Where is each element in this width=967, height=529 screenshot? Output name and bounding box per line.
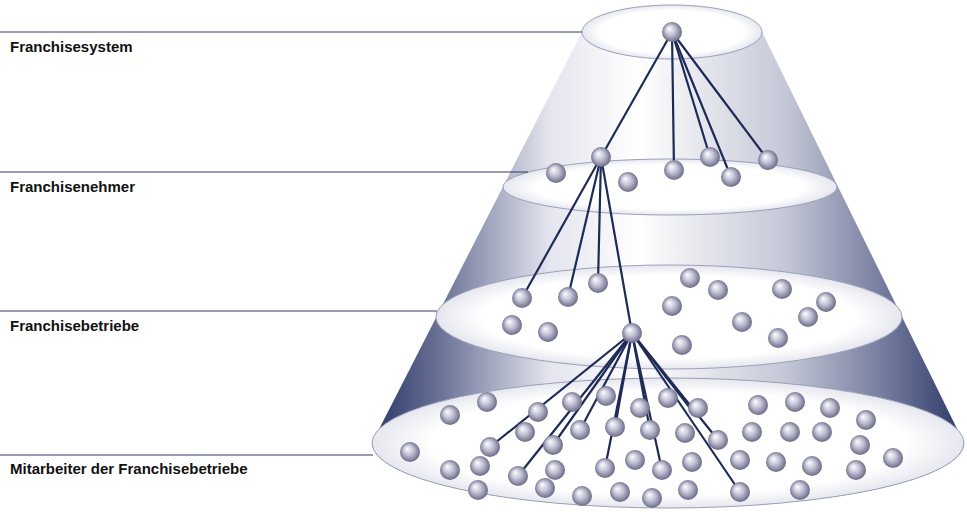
member-sphere	[708, 430, 728, 450]
member-sphere	[798, 307, 818, 327]
member-sphere	[528, 402, 548, 422]
member-sphere	[732, 312, 752, 332]
level-disc	[436, 265, 902, 369]
member-sphere	[802, 456, 822, 476]
hierarchy-link	[580, 333, 632, 430]
member-sphere	[642, 488, 662, 508]
member-sphere	[742, 422, 762, 442]
hierarchy-link	[615, 333, 632, 427]
member-spheres	[400, 22, 903, 508]
member-sphere	[772, 279, 792, 299]
hierarchy-link	[632, 333, 718, 440]
level-disc	[503, 159, 837, 215]
member-sphere	[470, 456, 490, 476]
member-sphere	[652, 460, 672, 480]
member-sphere	[630, 398, 650, 418]
member-sphere	[675, 423, 695, 443]
member-sphere	[588, 273, 608, 293]
member-sphere	[595, 458, 615, 478]
member-sphere	[562, 392, 582, 412]
member-sphere	[591, 147, 611, 167]
hierarchy-links	[490, 32, 768, 492]
member-sphere	[605, 417, 625, 437]
member-sphere	[708, 280, 728, 300]
cone-body	[372, 32, 964, 508]
hierarchy-link	[672, 32, 710, 157]
member-sphere	[596, 386, 616, 406]
level-label: Franchisebetriebe	[10, 317, 139, 335]
member-sphere	[658, 388, 678, 408]
member-sphere	[816, 292, 836, 312]
hierarchy-link	[672, 32, 674, 170]
member-sphere	[502, 315, 522, 335]
member-sphere	[468, 480, 488, 500]
member-sphere	[662, 22, 682, 42]
member-sphere	[546, 163, 566, 183]
member-sphere	[515, 422, 535, 442]
member-sphere	[790, 480, 810, 500]
member-sphere	[672, 335, 692, 355]
member-sphere	[610, 482, 630, 502]
member-sphere	[785, 392, 805, 412]
member-sphere	[678, 480, 698, 500]
member-sphere	[440, 460, 460, 480]
level-label: Franchisenehmer	[10, 178, 135, 196]
member-sphere	[780, 422, 800, 442]
member-sphere	[846, 460, 866, 480]
member-sphere	[570, 420, 590, 440]
member-sphere	[625, 450, 645, 470]
member-sphere	[680, 268, 700, 288]
leader-line	[0, 311, 437, 312]
member-sphere	[812, 422, 832, 442]
member-sphere	[820, 398, 840, 418]
member-sphere	[512, 288, 532, 308]
hierarchy-link	[518, 333, 632, 476]
hierarchy-link	[598, 157, 601, 283]
member-sphere	[856, 410, 876, 430]
hierarchy-link	[601, 32, 672, 157]
member-sphere	[850, 435, 870, 455]
member-sphere	[535, 478, 555, 498]
member-sphere	[480, 437, 500, 457]
member-sphere	[664, 160, 684, 180]
leader-line	[0, 32, 582, 33]
hierarchy-link	[522, 157, 601, 298]
member-sphere	[721, 167, 741, 187]
member-sphere	[440, 405, 460, 425]
member-sphere	[883, 448, 903, 468]
member-sphere	[662, 296, 682, 316]
member-sphere	[730, 482, 750, 502]
member-sphere	[477, 392, 497, 412]
member-sphere	[572, 486, 592, 506]
level-disc	[372, 378, 964, 508]
member-sphere	[618, 172, 638, 192]
member-sphere	[766, 452, 786, 472]
level-label: Mitarbeiter der Franchisebetriebe	[10, 460, 248, 478]
leader-line	[0, 172, 528, 173]
leader-line	[0, 455, 373, 456]
member-sphere	[700, 147, 720, 167]
member-sphere	[558, 287, 578, 307]
hierarchy-link	[490, 333, 632, 447]
member-sphere	[688, 398, 708, 418]
member-sphere	[400, 442, 420, 462]
member-sphere	[543, 435, 563, 455]
member-sphere	[622, 323, 642, 343]
member-sphere	[768, 328, 788, 348]
member-sphere	[748, 395, 768, 415]
hierarchy-link	[672, 32, 768, 160]
member-sphere	[682, 452, 702, 472]
member-sphere	[508, 466, 528, 486]
member-sphere	[758, 150, 778, 170]
member-sphere	[538, 322, 558, 342]
member-sphere	[545, 460, 565, 480]
member-sphere	[640, 420, 660, 440]
leader-lines	[0, 32, 582, 455]
level-label: Franchisesystem	[10, 38, 133, 56]
hierarchy-link	[672, 32, 731, 177]
member-sphere	[730, 450, 750, 470]
